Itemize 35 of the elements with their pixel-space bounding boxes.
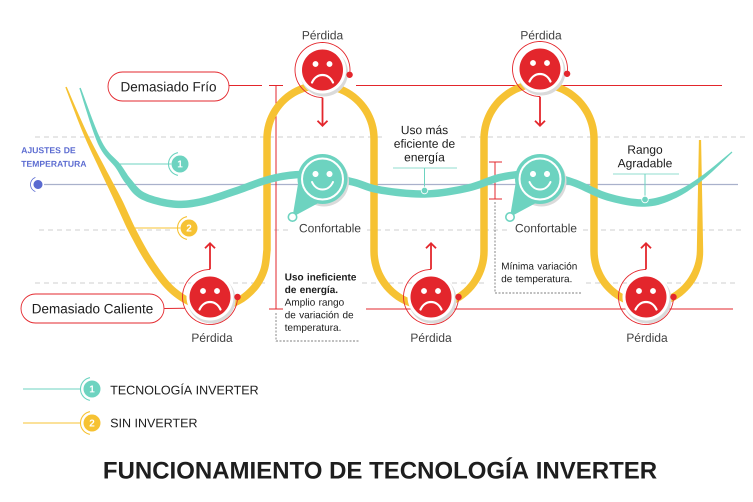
legend-text: SIN INVERTER	[110, 418, 197, 428]
arrow	[534, 96, 546, 127]
annotation-text: Uso ineficiente de energía. Amplio rango de variación de temperatura.	[276, 273, 360, 342]
arrow	[425, 242, 437, 270]
number-badge: 2	[176, 216, 198, 240]
happy-face-icon	[288, 154, 349, 222]
happy-face-icon	[505, 154, 566, 222]
sad-face-icon	[182, 269, 241, 325]
title: FUNCIONAMIENTO DE TECNOLOGÍA INVERTER	[104, 457, 657, 479]
legend-number: 2	[90, 420, 94, 426]
face-label: Confortable	[516, 224, 576, 232]
face-label: Pérdida	[302, 30, 344, 40]
sad-face-icon	[294, 42, 353, 98]
arrow	[640, 242, 652, 270]
arrow	[204, 242, 216, 270]
annotation-text: Rango Agradable	[613, 145, 679, 175]
label-box: Demasiado Frío	[108, 72, 230, 102]
legend-text: TECNOLOGÍA INVERTER	[110, 384, 258, 394]
arrow	[316, 98, 328, 127]
face-label: Confortable	[300, 224, 360, 232]
number-badge: 1	[168, 152, 188, 176]
sad-face-icon	[618, 269, 677, 325]
annotation-text: Uso más eficiente de energía	[393, 125, 457, 169]
connector-line	[164, 308, 186, 309]
sad-face-icon	[403, 269, 462, 325]
face-label: Pérdida	[192, 333, 233, 342]
leader-line	[644, 174, 646, 196]
legend-number: 1	[90, 386, 94, 392]
face-label: Pérdida	[521, 30, 562, 40]
label-box: Demasiado Caliente	[20, 294, 164, 324]
face-label: Pérdida	[411, 333, 452, 342]
face-label: Pérdida	[627, 333, 668, 342]
sad-face-icon	[512, 41, 570, 97]
axis-label: AJUSTES DE TEMPERATURA	[21, 147, 86, 167]
leader-line	[424, 168, 425, 188]
